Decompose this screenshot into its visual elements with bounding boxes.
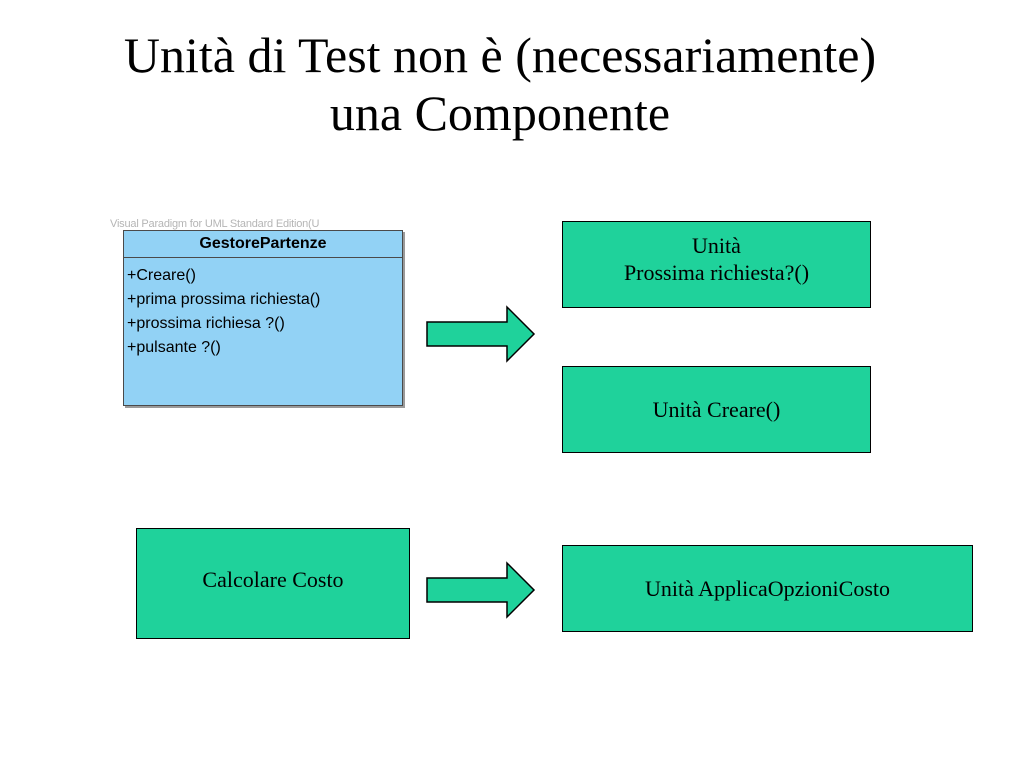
title-line-2: una Componente	[329, 85, 671, 141]
unit-box-prossima-richiesta: Unità Prossima richiesta?()	[562, 221, 871, 308]
unit-box-applica-opzioni-costo: Unità ApplicaOpzioniCosto	[562, 545, 973, 632]
unit-box-creare: Unità Creare()	[562, 366, 871, 453]
uml-operation: +pulsante ?()	[127, 339, 221, 356]
uml-operation: +prima prossima richiesta()	[127, 291, 321, 308]
uml-operation: +Creare()	[127, 267, 196, 284]
component-box-calcolare-costo: Calcolare Costo	[136, 528, 410, 639]
box-label: Calcolare Costo	[202, 567, 344, 592]
box-label: Unità Creare()	[652, 397, 781, 422]
right-arrow-icon	[426, 561, 536, 619]
box-label: Unità ApplicaOpzioniCosto	[644, 576, 891, 601]
uml-class-box: GestorePartenze +Creare() +prima prossim…	[123, 230, 403, 406]
slide-title: Unità di Test non è (necessariamente) un…	[0, 26, 1000, 142]
box-line-2: Prossima richiesta?()	[623, 260, 810, 285]
right-arrow-icon	[426, 305, 536, 363]
uml-watermark: Visual Paradigm for UML Standard Edition…	[110, 218, 320, 230]
box-line-1: Unità	[692, 233, 741, 258]
title-line-1: Unità di Test non è (necessariamente)	[123, 27, 877, 83]
uml-class-name: GestorePartenze	[124, 231, 402, 258]
uml-operation: +prossima richiesa ?()	[127, 315, 285, 332]
uml-operations: +Creare() +prima prossima richiesta() +p…	[124, 258, 402, 360]
